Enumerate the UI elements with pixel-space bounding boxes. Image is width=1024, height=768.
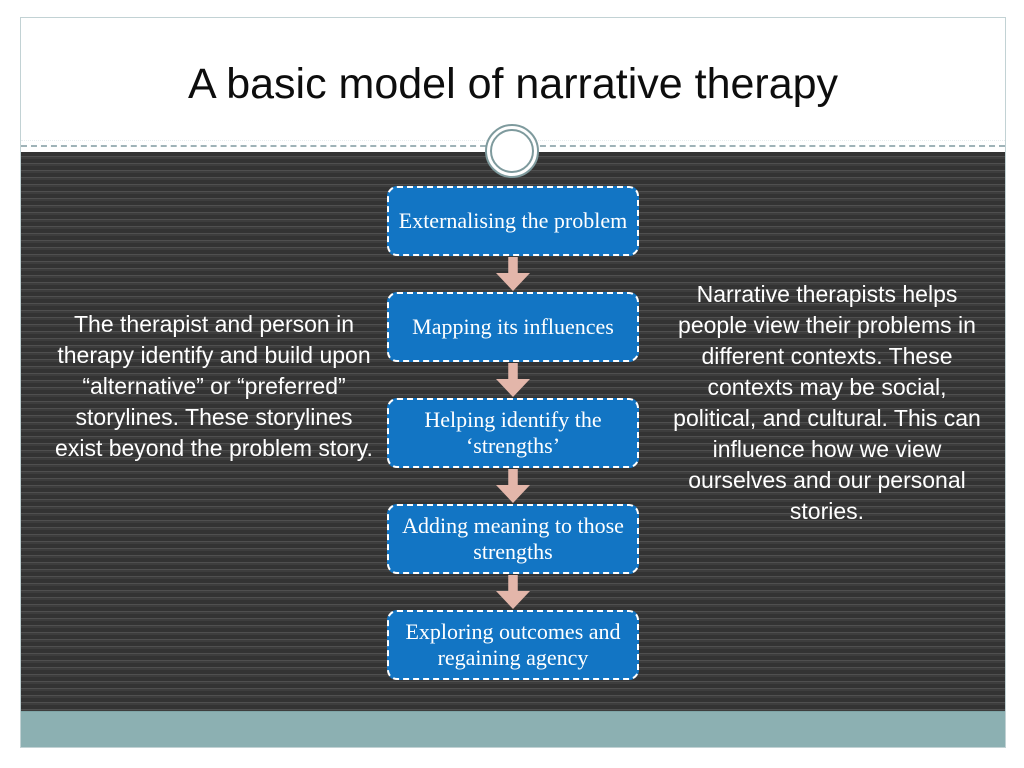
right-description-text: Narrative therapists helps people view t…	[673, 281, 981, 524]
double-circle-icon	[485, 124, 541, 180]
arrow-down-icon	[496, 469, 530, 503]
flow-arrow-1	[387, 256, 639, 292]
flow-step-2[interactable]: Mapping its influences	[387, 292, 639, 362]
flow-step-5[interactable]: Exploring outcomes and regaining agency	[387, 610, 639, 680]
slide-content: The therapist and person in therapy iden…	[21, 152, 1005, 713]
page-title: A basic model of narrative therapy	[187, 60, 839, 108]
left-description-text: The therapist and person in therapy iden…	[55, 311, 373, 461]
slide: A basic model of narrative therapy The t…	[20, 17, 1006, 748]
arrow-down-icon	[496, 257, 530, 291]
arrow-down-icon	[496, 363, 530, 397]
arrow-down-icon	[496, 575, 530, 609]
flow-step-1[interactable]: Externalising the problem	[387, 186, 639, 256]
flow-arrow-3	[387, 468, 639, 504]
flow-arrow-4	[387, 574, 639, 610]
ring-inner	[490, 129, 534, 173]
flow-arrow-2	[387, 362, 639, 398]
flow-step-4[interactable]: Adding meaning to those strengths	[387, 504, 639, 574]
process-flow-diagram: Externalising the problem Mapping its in…	[387, 186, 639, 680]
flow-step-3[interactable]: Helping identify the ‘strengths’	[387, 398, 639, 468]
footer-accent-band	[21, 711, 1005, 747]
